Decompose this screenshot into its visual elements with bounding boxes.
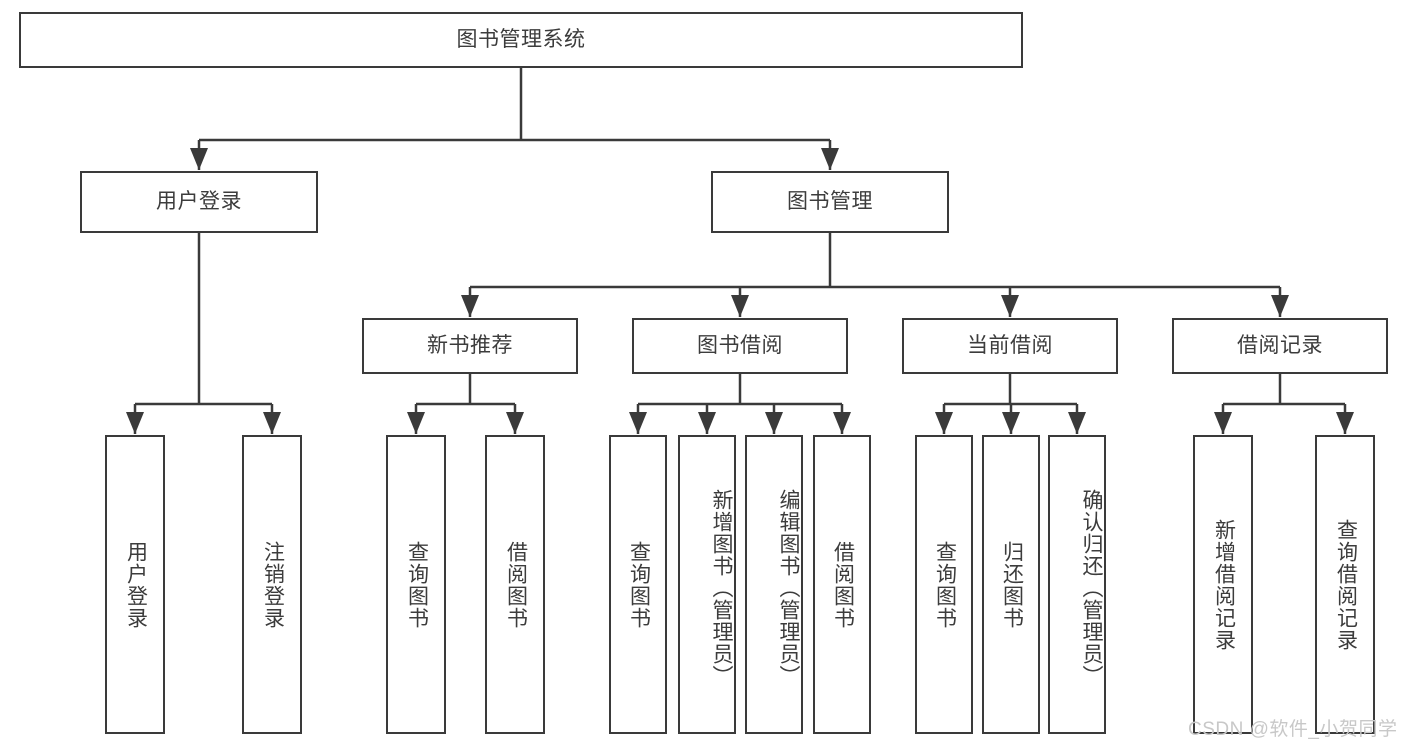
node-leaf-add-book-admin[interactable]: 新增图书（管理员） xyxy=(678,435,736,734)
node-current-borrow[interactable]: 当前借阅 xyxy=(902,318,1118,374)
node-leaf-edit-book-admin-label: 编辑图书（管理员） xyxy=(777,488,800,687)
node-leaf-borrow-book-label: 借阅图书 xyxy=(831,540,855,629)
node-leaf-query-book-current-label: 查询图书 xyxy=(933,540,957,629)
node-leaf-add-book-admin-label: 新增图书（管理员） xyxy=(710,488,733,687)
watermark-text: CSDN @软件_小贺同学 xyxy=(1188,719,1398,740)
node-leaf-query-book-rec-label: 查询图书 xyxy=(405,540,429,629)
node-root-label: 图书管理系统 xyxy=(456,27,586,51)
node-book-manage[interactable]: 图书管理 xyxy=(711,171,949,233)
node-leaf-add-borrow-record-label: 新增借阅记录 xyxy=(1212,518,1236,651)
node-leaf-query-book-current[interactable]: 查询图书 xyxy=(915,435,973,734)
node-borrow-record[interactable]: 借阅记录 xyxy=(1172,318,1388,374)
node-book-borrow-label: 图书借阅 xyxy=(697,333,783,357)
node-new-book-recommend-label: 新书推荐 xyxy=(427,333,513,357)
node-leaf-query-borrow-record-label: 查询借阅记录 xyxy=(1334,518,1358,651)
node-leaf-query-book-borrow-label: 查询图书 xyxy=(627,540,651,629)
node-leaf-return-book-label: 归还图书 xyxy=(1000,540,1024,629)
node-borrow-record-label: 借阅记录 xyxy=(1237,333,1323,357)
node-leaf-confirm-return-admin-label: 确认归还（管理员） xyxy=(1080,488,1103,687)
node-leaf-add-borrow-record[interactable]: 新增借阅记录 xyxy=(1193,435,1253,734)
node-user-login[interactable]: 用户登录 xyxy=(80,171,318,233)
node-leaf-confirm-return-admin[interactable]: 确认归还（管理员） xyxy=(1048,435,1106,734)
node-leaf-borrow-book-rec-label: 借阅图书 xyxy=(504,540,528,629)
node-book-borrow[interactable]: 图书借阅 xyxy=(632,318,848,374)
node-leaf-edit-book-admin[interactable]: 编辑图书（管理员） xyxy=(745,435,803,734)
node-user-login-label: 用户登录 xyxy=(156,189,242,213)
node-current-borrow-label: 当前借阅 xyxy=(967,333,1053,357)
node-leaf-user-login-label: 用户登录 xyxy=(124,540,148,629)
node-leaf-borrow-book[interactable]: 借阅图书 xyxy=(813,435,871,734)
node-leaf-query-borrow-record[interactable]: 查询借阅记录 xyxy=(1315,435,1375,734)
node-leaf-borrow-book-rec[interactable]: 借阅图书 xyxy=(485,435,545,734)
node-root[interactable]: 图书管理系统 xyxy=(19,12,1023,68)
node-leaf-logout-login-label: 注销登录 xyxy=(261,540,285,629)
node-leaf-query-book-rec[interactable]: 查询图书 xyxy=(386,435,446,734)
node-leaf-logout-login[interactable]: 注销登录 xyxy=(242,435,302,734)
node-leaf-user-login[interactable]: 用户登录 xyxy=(105,435,165,734)
node-leaf-query-book-borrow[interactable]: 查询图书 xyxy=(609,435,667,734)
node-book-manage-label: 图书管理 xyxy=(787,189,873,213)
node-leaf-return-book[interactable]: 归还图书 xyxy=(982,435,1040,734)
node-new-book-recommend[interactable]: 新书推荐 xyxy=(362,318,578,374)
